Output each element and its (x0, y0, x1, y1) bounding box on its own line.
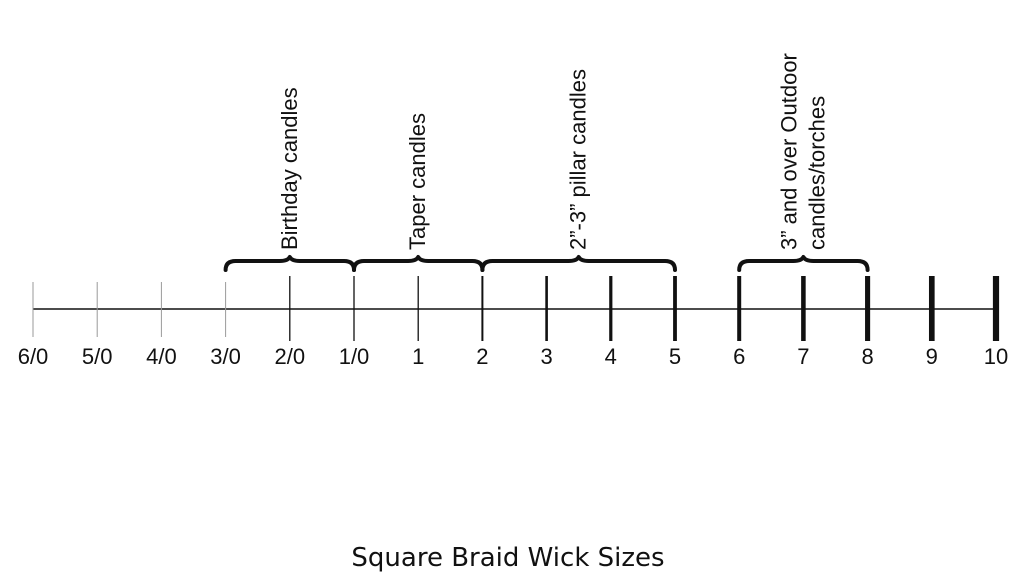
group-label-outdoor: candles/torches (804, 96, 829, 250)
scale-tick-label: 1 (412, 344, 424, 369)
group-brace-birthday (223, 255, 356, 272)
group-label-outdoor: 3” and over Outdoor (776, 53, 801, 250)
scale-tick-label: 5/0 (82, 344, 113, 369)
scale-tick-label: 7 (797, 344, 809, 369)
scale-tick-label: 5 (669, 344, 681, 369)
group-label-birthday: Birthday candles (277, 87, 302, 250)
scale-tick-label: 1/0 (339, 344, 370, 369)
group-labels: Birthday candles Taper candles 2”-3” pilla… (277, 53, 830, 250)
scale-ticks (32, 276, 1000, 341)
group-label-taper: Taper candles (405, 113, 430, 250)
scale-tick-label: 3 (540, 344, 552, 369)
group-brace-pillar (480, 255, 677, 272)
scale-tick-labels: 6/0 5/0 4/0 3/0 2/0 1/0 1 2 3 4 5 6 7 8 9 10 (18, 344, 1009, 369)
diagram-caption: Square Braid Wick Sizes (351, 543, 664, 573)
group-braces (223, 255, 870, 272)
scale-tick-label: 4 (605, 344, 617, 369)
scale-tick-label: 2 (476, 344, 488, 369)
scale-tick-label: 2/0 (275, 344, 306, 369)
scale-tick-label: 9 (926, 344, 938, 369)
scale-tick-label: 10 (984, 344, 1008, 369)
scale-tick-label: 6/0 (18, 344, 49, 369)
group-brace-outdoor (737, 255, 870, 272)
group-label-pillar: 2”-3” pillar candles (566, 69, 591, 250)
group-brace-taper (352, 255, 485, 272)
scale-tick-label: 4/0 (146, 344, 177, 369)
scale-tick-label: 6 (733, 344, 745, 369)
scale-tick-label: 8 (861, 344, 873, 369)
scale-tick-label: 3/0 (210, 344, 241, 369)
